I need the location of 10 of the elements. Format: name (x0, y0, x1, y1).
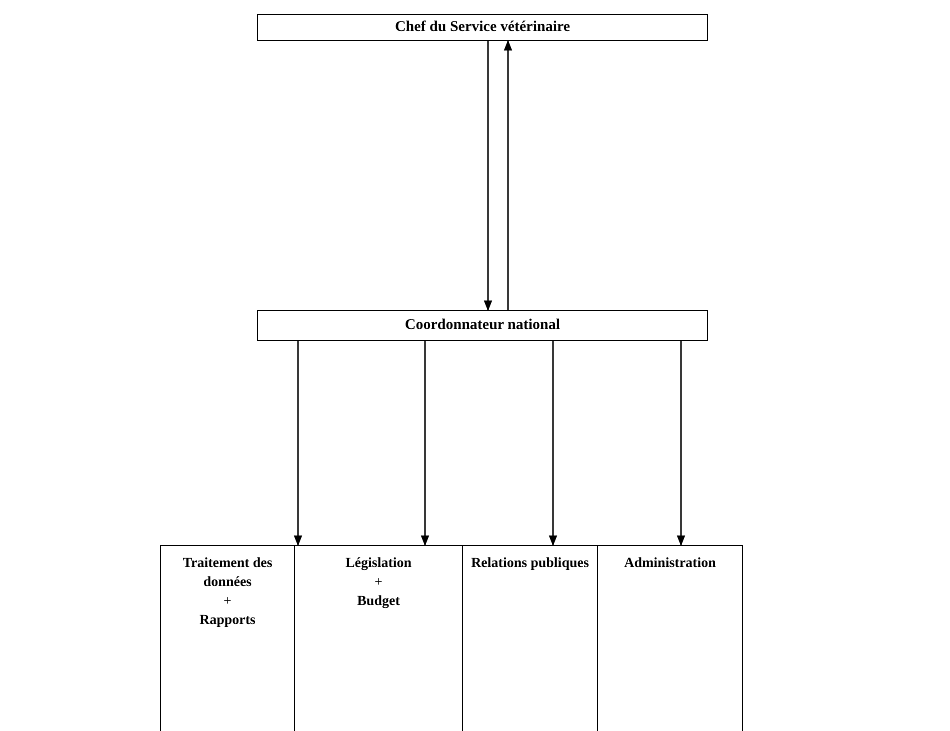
arrow (484, 41, 492, 312)
arrow (420, 341, 430, 546)
table-cell: Administration (597, 545, 743, 731)
arrow (294, 341, 302, 546)
arrow (548, 341, 558, 546)
title-box: Chef du Service vétérinaire (257, 14, 708, 41)
arrow (504, 40, 512, 310)
title-box: Coordonnateur national (257, 310, 708, 341)
arrow (676, 341, 686, 546)
table-cell: Traitement des données + Rapports (160, 545, 295, 731)
